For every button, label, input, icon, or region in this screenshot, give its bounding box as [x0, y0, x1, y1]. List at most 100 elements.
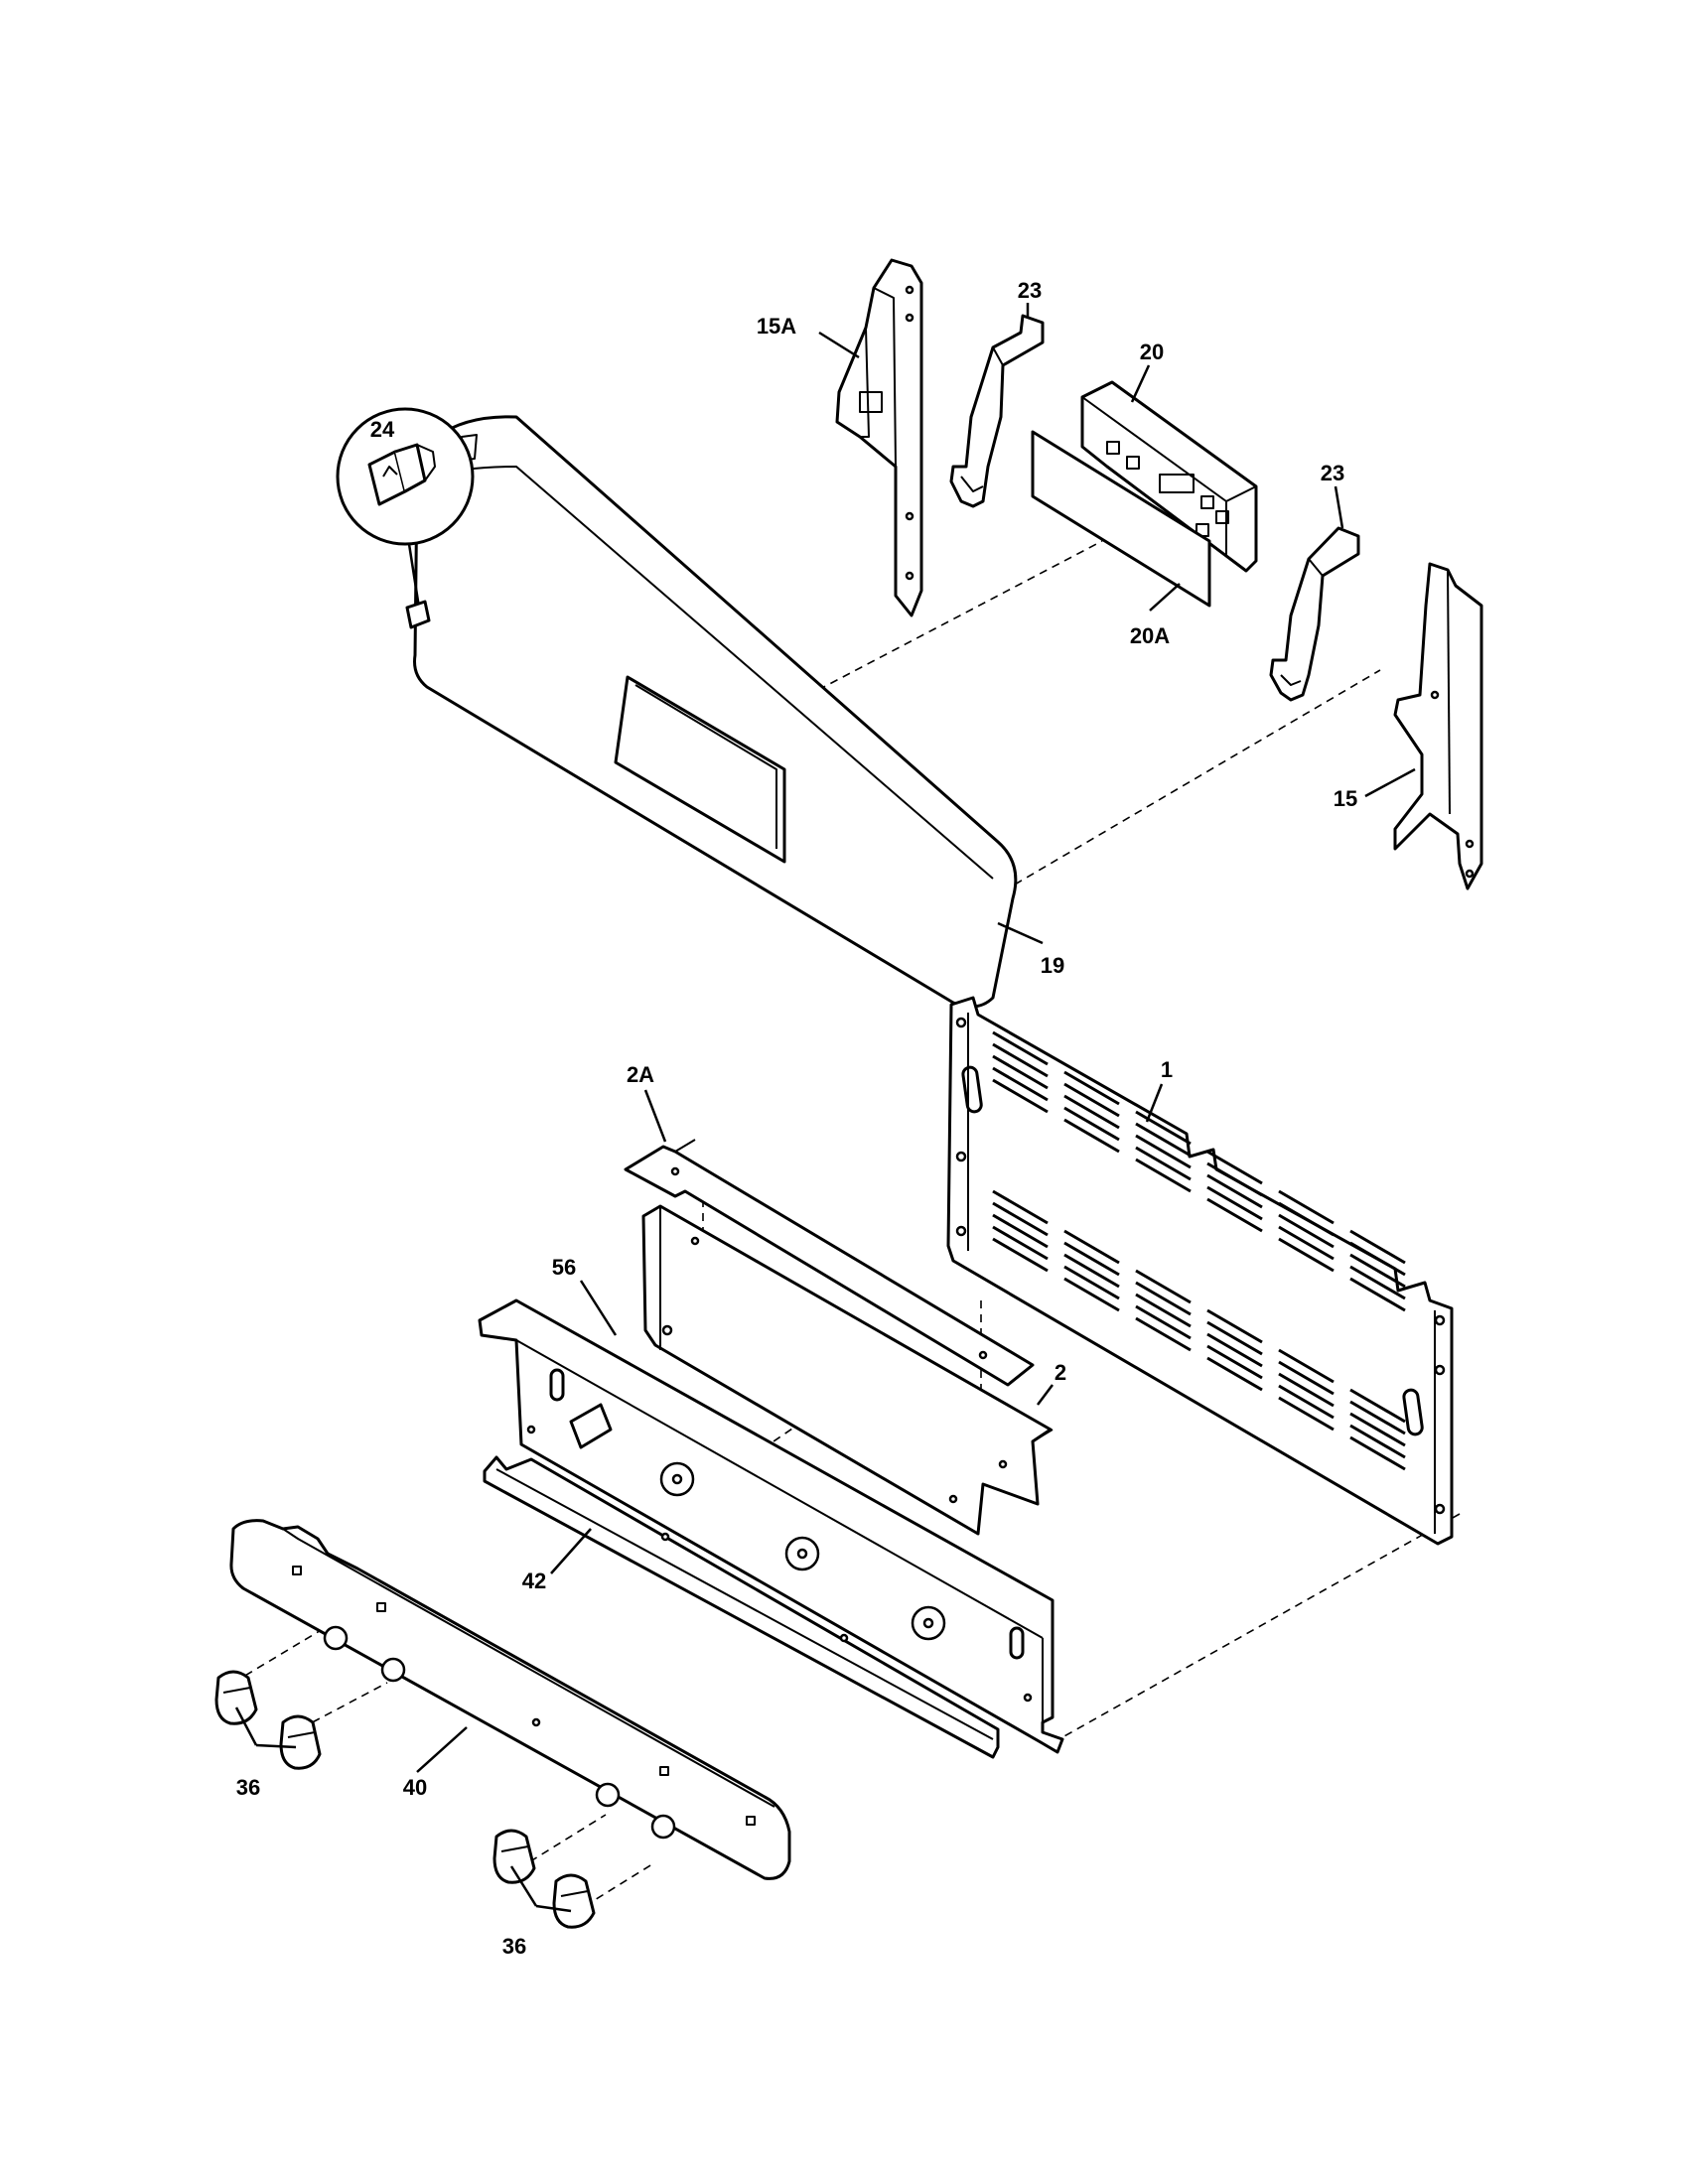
- part-42-support-rail: [483, 1455, 1000, 1759]
- callout-23-right: 23: [1321, 461, 1344, 485]
- callout-2a: 2A: [627, 1062, 654, 1087]
- knob-1: [214, 1670, 258, 1725]
- knob-2: [279, 1714, 322, 1770]
- part-15a-end-bracket: [835, 258, 923, 617]
- louver-slot: [1206, 1344, 1263, 1380]
- louver-slot: [1206, 1150, 1263, 1185]
- louver-slot: [992, 1237, 1049, 1273]
- louver-grid-upper: [992, 1030, 1406, 1312]
- louver-slot: [1349, 1435, 1406, 1471]
- louver-slot: [1349, 1400, 1406, 1435]
- louver-slot: [1063, 1118, 1120, 1154]
- louver-slot: [1278, 1201, 1335, 1237]
- louver-slot: [992, 1066, 1049, 1102]
- louver-slot: [1135, 1281, 1192, 1316]
- louver-slot: [1063, 1241, 1120, 1277]
- leader-lines: [234, 303, 1416, 1913]
- part-40-manifold-cover: [229, 1519, 791, 1880]
- louver-slot: [1206, 1332, 1263, 1368]
- louver-slot: [1206, 1197, 1263, 1233]
- louver-slot: [992, 1201, 1049, 1237]
- louver-slot: [1278, 1360, 1335, 1396]
- louver-slot: [1349, 1424, 1406, 1459]
- louver-slot: [1063, 1106, 1120, 1142]
- part-15-end-bracket: [1393, 562, 1483, 890]
- louver-slot: [1349, 1277, 1406, 1312]
- part-2-shield-panel: [641, 1204, 1054, 1536]
- louver-slot: [992, 1225, 1049, 1261]
- louver-slot: [1206, 1161, 1263, 1197]
- louver-slot: [1349, 1241, 1406, 1277]
- louver-slot: [1349, 1412, 1406, 1447]
- louver-grid-lower: [992, 1189, 1406, 1471]
- louver-slot: [992, 1078, 1049, 1114]
- part-24-switch-detail: [336, 407, 475, 629]
- part-2a-heat-shield: [624, 1139, 1035, 1387]
- louver-slot: [1349, 1388, 1406, 1424]
- part-56-manifold-panel: [478, 1298, 1064, 1754]
- callout-56: 56: [552, 1255, 576, 1280]
- louver-slot: [1349, 1253, 1406, 1289]
- callout-15a: 15A: [757, 314, 796, 339]
- louver-slot: [1063, 1094, 1120, 1130]
- part-20a-overlay: [1031, 430, 1211, 608]
- louver-slot: [992, 1054, 1049, 1090]
- callout-24: 24: [370, 417, 395, 442]
- louver-slot: [1063, 1265, 1120, 1300]
- knob-4: [552, 1873, 596, 1929]
- callout-23-left: 23: [1018, 278, 1042, 303]
- louver-slot: [1278, 1189, 1335, 1225]
- louver-slot: [1206, 1185, 1263, 1221]
- part-36-knob-set: [214, 1670, 596, 1929]
- part-23-left-clip: [949, 314, 1045, 508]
- louver-slot: [1349, 1229, 1406, 1265]
- louver-slot: [1063, 1253, 1120, 1289]
- louver-slot: [1063, 1082, 1120, 1118]
- part-1-rear-panel: [946, 996, 1454, 1546]
- louver-slot: [1278, 1348, 1335, 1384]
- callout-1: 1: [1161, 1057, 1173, 1082]
- callout-36-bottom: 36: [502, 1934, 526, 1959]
- louver-slot: [1278, 1213, 1335, 1249]
- louver-slot: [1135, 1304, 1192, 1340]
- louver-slot: [1135, 1146, 1192, 1181]
- louver-slot: [1278, 1225, 1335, 1261]
- louver-slot: [1206, 1308, 1263, 1344]
- callout-2: 2: [1055, 1360, 1066, 1385]
- louver-slot: [1135, 1110, 1192, 1146]
- louver-slot: [1278, 1372, 1335, 1408]
- louver-slot: [1135, 1158, 1192, 1193]
- callout-labels: 15A 23 20 24 23 20A 15 19 1 2A 56 2 42 3…: [236, 278, 1357, 1959]
- louver-slot: [1278, 1384, 1335, 1420]
- callout-42: 42: [522, 1569, 546, 1593]
- callout-19: 19: [1041, 953, 1064, 978]
- louver-slot: [1206, 1320, 1263, 1356]
- louver-slot: [1349, 1265, 1406, 1300]
- louver-slot: [1135, 1293, 1192, 1328]
- louver-slot: [1063, 1070, 1120, 1106]
- louver-slot: [1063, 1277, 1120, 1312]
- part-19-backguard: [413, 415, 1018, 1009]
- callout-40: 40: [403, 1775, 427, 1800]
- louver-slot: [992, 1030, 1049, 1066]
- louver-slot: [1278, 1237, 1335, 1273]
- callout-20a: 20A: [1130, 623, 1170, 648]
- callout-20: 20: [1140, 340, 1164, 364]
- louver-slot: [1135, 1134, 1192, 1169]
- callout-36-top: 36: [236, 1775, 260, 1800]
- louver-slot: [1135, 1122, 1192, 1158]
- louver-slot: [1135, 1269, 1192, 1304]
- part-23-right-clip: [1269, 526, 1360, 702]
- louver-slot: [1206, 1356, 1263, 1392]
- louver-slot: [1206, 1173, 1263, 1209]
- louver-slot: [992, 1189, 1049, 1225]
- callout-15: 15: [1334, 786, 1357, 811]
- louver-slot: [1278, 1396, 1335, 1432]
- louver-slot: [992, 1042, 1049, 1078]
- part-20-control-board: [1080, 380, 1258, 573]
- louver-slot: [1063, 1229, 1120, 1265]
- knob-3: [492, 1829, 536, 1884]
- louver-slot: [1135, 1316, 1192, 1352]
- louver-slot: [992, 1213, 1049, 1249]
